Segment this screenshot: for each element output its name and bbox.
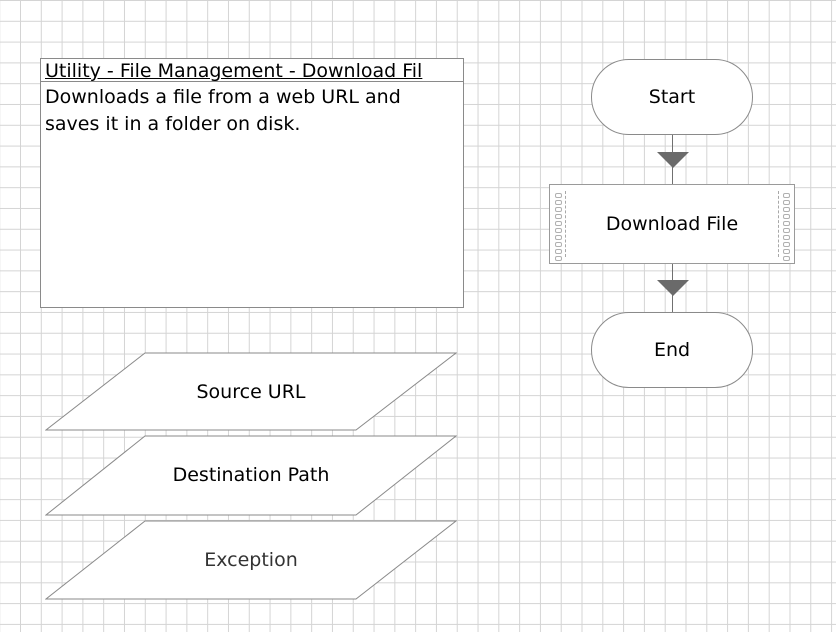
note-title: Utility - File Management - Download Fil: [41, 59, 463, 82]
description-note[interactable]: Utility - File Management - Download Fil…: [40, 58, 464, 308]
arrow-down-icon: [657, 280, 689, 296]
arrow-down-icon: [657, 152, 689, 168]
data-item-label: Destination Path: [172, 464, 330, 486]
data-item-source-url[interactable]: Source URL: [45, 352, 457, 432]
note-body: Downloads a file from a web URL and save…: [45, 86, 401, 135]
start-stage[interactable]: Start: [591, 59, 753, 135]
data-item-destination-path[interactable]: Destination Path: [45, 435, 457, 516]
data-item-label: Exception: [204, 549, 298, 571]
start-label: Start: [648, 86, 696, 108]
data-item-exception[interactable]: Exception: [45, 520, 457, 600]
parallelogram-shape: [45, 435, 457, 516]
page-edge-holes-right: [778, 191, 791, 261]
parallelogram-shape: [45, 520, 457, 600]
page-edge-holes-left: [553, 191, 566, 261]
process-label: Download File: [605, 213, 739, 235]
end-label: End: [653, 339, 691, 361]
data-item-label: Source URL: [196, 381, 306, 403]
download-file-stage[interactable]: Download File: [549, 184, 795, 264]
end-stage[interactable]: End: [591, 312, 753, 388]
parallelogram-shape: [45, 352, 457, 431]
